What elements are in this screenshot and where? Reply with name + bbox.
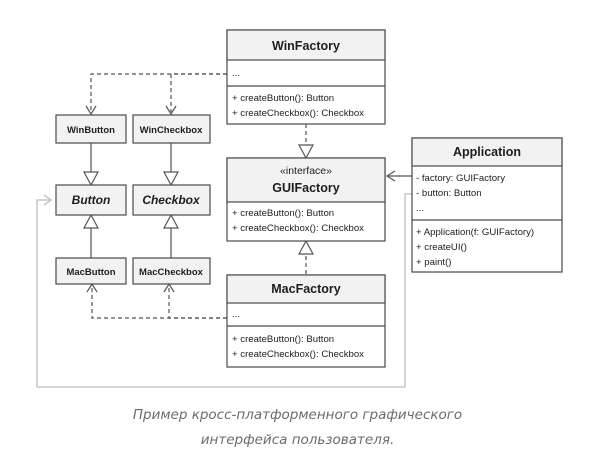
button-title: Button [72, 193, 111, 207]
macfactory-method: + createCheckbox(): Checkbox [232, 349, 364, 360]
application-field: - factory: GUIFactory [416, 173, 505, 184]
application-button-association-line [36, 193, 412, 388]
winbutton-title: WinButton [67, 125, 115, 136]
application-method: + Application(f: GUIFactory) [416, 227, 534, 238]
guifactory-stereotype: «interface» [280, 165, 332, 177]
winfactory-class: WinFactory ... + createButton(): Button … [226, 29, 386, 125]
macfactory-class: MacFactory ... + createButton(): Button … [226, 274, 386, 368]
checkbox-interface: Checkbox [132, 184, 211, 216]
macfactory-realization-triangle [297, 239, 315, 255]
winfactory-realization-triangle [297, 144, 315, 160]
checkbox-title: Checkbox [142, 193, 201, 207]
dependency-arrowhead [385, 170, 396, 182]
macfactory-maccheckbox-dependency [168, 286, 227, 319]
winfactory-wincheckbox-dependency [170, 73, 227, 112]
winfactory-title: WinFactory [272, 39, 340, 53]
winbutton-class: WinButton [55, 114, 127, 144]
figure-caption-line-1: Пример кросс-платформенного графического [132, 407, 463, 423]
wincheckbox-class: WinCheckbox [132, 114, 211, 144]
figure-caption-line-2: интерфейса пользователя. [200, 432, 395, 448]
macbutton-class: MacButton [55, 257, 127, 285]
application-title: Application [453, 145, 521, 159]
application-method: + paint() [416, 257, 451, 268]
macbutton-inheritance-triangle [82, 213, 100, 229]
maccheckbox-class: MacCheckbox [132, 257, 211, 285]
application-method: + createUI() [416, 242, 467, 253]
macfactory-macbutton-dependency [91, 286, 227, 319]
guifactory-title: GUIFactory [272, 181, 339, 195]
winbutton-arrowhead [85, 105, 97, 116]
guifactory-method: + createCheckbox(): Checkbox [232, 223, 364, 234]
winfactory-winbutton-dependency [90, 73, 227, 112]
guifactory-interface: «interface» GUIFactory + createButton():… [226, 157, 386, 242]
application-class: Application - factory: GUIFactory - butt… [411, 137, 563, 273]
application-field: ... [416, 203, 424, 214]
macfactory-field: ... [232, 309, 240, 320]
winfactory-method: + createCheckbox(): Checkbox [232, 108, 364, 119]
winbutton-inheritance-triangle [82, 171, 100, 187]
application-field: - button: Button [416, 188, 482, 199]
winfactory-method: + createButton(): Button [232, 93, 334, 104]
association-arrowhead [43, 194, 53, 206]
wincheckbox-inheritance-triangle [162, 171, 180, 187]
button-interface: Button [55, 184, 127, 216]
wincheckbox-arrowhead [165, 105, 177, 116]
macfactory-method: + createButton(): Button [232, 334, 334, 345]
guifactory-method: + createButton(): Button [232, 208, 334, 219]
wincheckbox-title: WinCheckbox [140, 125, 203, 136]
maccheckbox-inheritance-triangle [162, 213, 180, 229]
winfactory-field: ... [232, 68, 240, 79]
macfactory-title: MacFactory [271, 282, 341, 296]
macbutton-title: MacButton [66, 267, 115, 278]
maccheckbox-title: MacCheckbox [139, 267, 204, 278]
